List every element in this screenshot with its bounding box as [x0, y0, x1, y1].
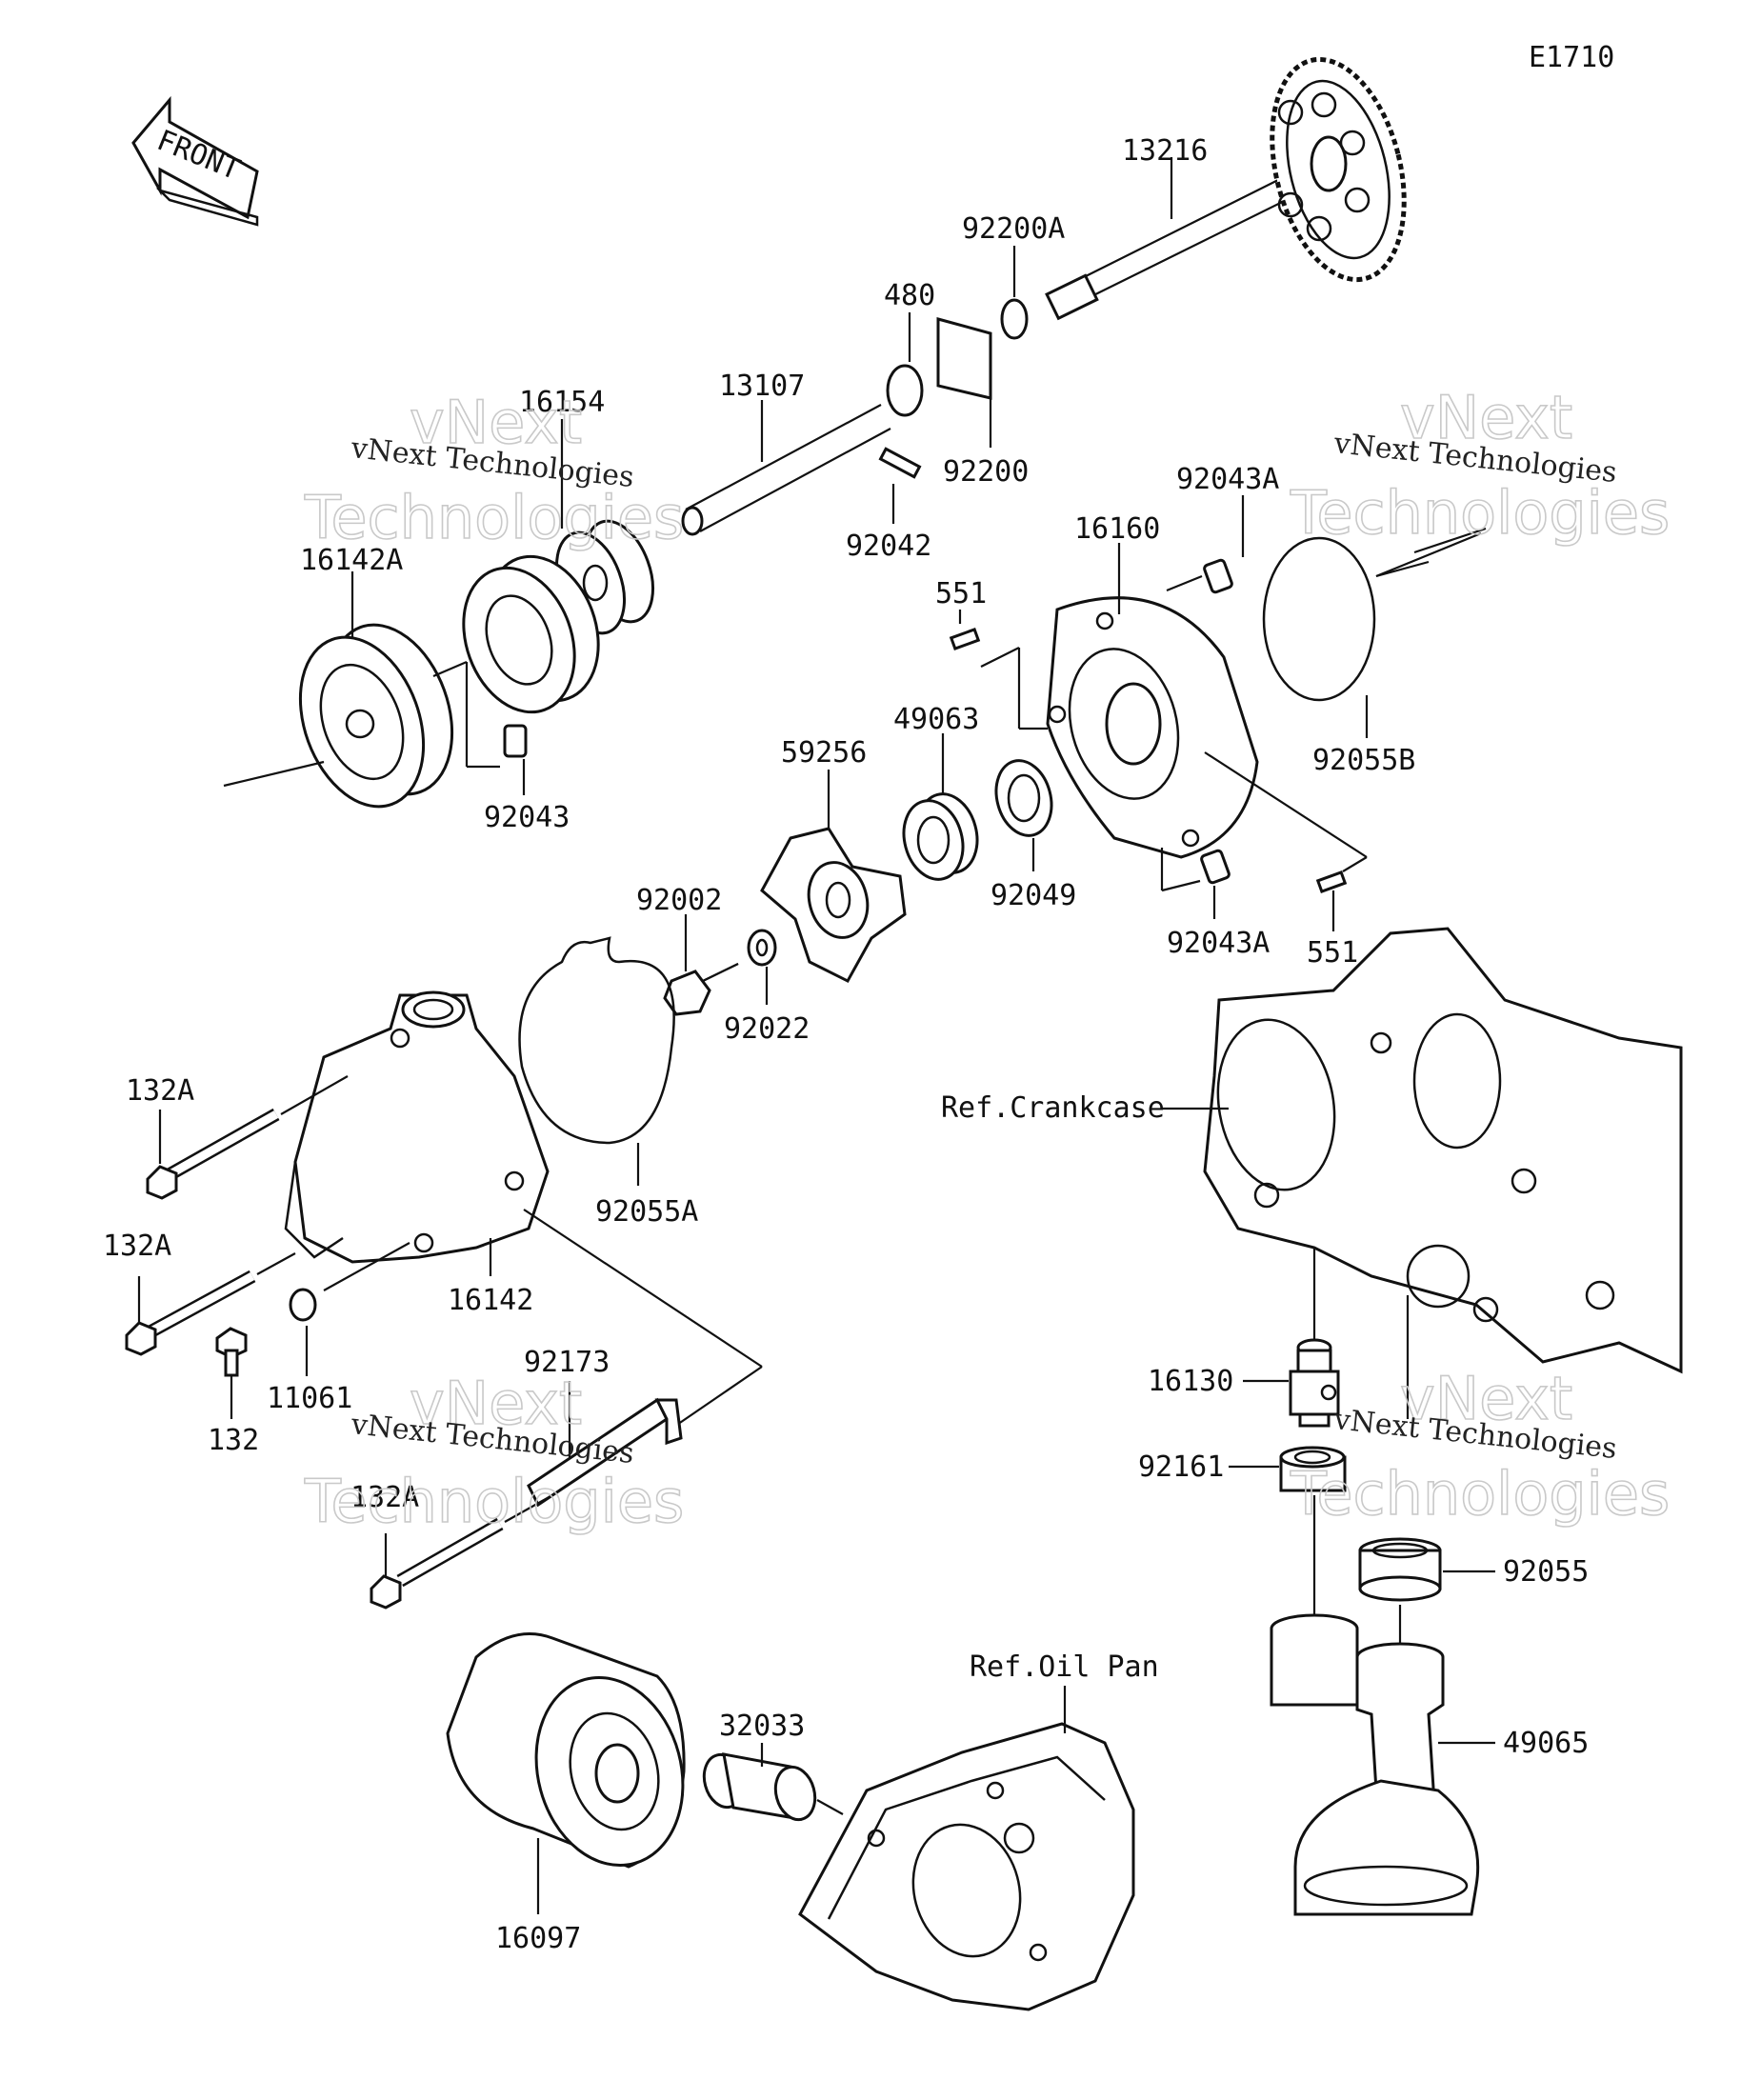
label-92002: 92002 — [636, 884, 722, 917]
label-92173: 92173 — [524, 1346, 610, 1379]
label-16130: 16130 — [1148, 1365, 1233, 1398]
svg-text:Technologies: Technologies — [1290, 478, 1670, 548]
label-92055B: 92055B — [1312, 744, 1415, 777]
label-92043A-bot: 92043A — [1167, 927, 1270, 960]
label-132A-1: 132A — [126, 1074, 194, 1108]
washer-11061 — [289, 1288, 317, 1322]
fitting-32033 — [702, 1752, 817, 1822]
label-480: 480 — [884, 279, 935, 312]
shaft-13107 — [681, 404, 891, 536]
label-92043A-top: 92043A — [1176, 463, 1279, 496]
label-132A-2: 132A — [103, 1230, 171, 1263]
watermark-top-right: vNext Technologies vNext Technologies — [1289, 382, 1671, 549]
label-92161: 92161 — [1138, 1450, 1224, 1484]
bolt-132 — [215, 1327, 248, 1377]
label-92055A: 92055A — [595, 1195, 698, 1229]
dowel-92043A-top — [1203, 558, 1233, 594]
o-ring-92055B — [1262, 536, 1376, 702]
label-16142: 16142 — [448, 1284, 533, 1317]
fitting-16130 — [1289, 1338, 1340, 1428]
svg-text:vNext: vNext — [1400, 383, 1572, 452]
label-16097: 16097 — [495, 1922, 581, 1955]
crankcase-ref — [1203, 927, 1683, 1374]
svg-text:vNext: vNext — [410, 1369, 582, 1438]
outer-rotor — [462, 554, 600, 714]
label-59256: 59256 — [781, 736, 867, 770]
gasket-92055A — [518, 936, 675, 1145]
label-92043: 92043 — [484, 801, 570, 834]
shaft-13216 — [1045, 56, 1407, 321]
label-16154: 16154 — [519, 386, 605, 419]
bolt-132A-3 — [370, 1517, 504, 1610]
pin-551-top — [949, 627, 981, 651]
label-49063: 49063 — [893, 703, 979, 736]
label-92055: 92055 — [1503, 1555, 1589, 1589]
dowel-92043 — [503, 724, 528, 758]
oil-filter-16097 — [446, 1632, 686, 1869]
strainer-49065 — [1270, 1613, 1480, 1916]
label-551-top: 551 — [935, 577, 987, 610]
svg-text:vNext: vNext — [410, 388, 582, 457]
pump-body-16160 — [1046, 596, 1259, 859]
watermark-bottom-left: vNext Technologies vNext Technologies — [303, 1368, 685, 1537]
label-132A-3: 132A — [350, 1481, 419, 1514]
cover-16142A — [298, 623, 454, 809]
label-132: 132 — [208, 1424, 259, 1457]
seal-49063 — [902, 792, 979, 881]
svg-text:vNext: vNext — [1400, 1364, 1572, 1433]
bolt-132A-2 — [125, 1270, 256, 1356]
label-13216: 13216 — [1122, 134, 1208, 168]
pin-92042 — [878, 447, 922, 479]
dowel-92043A-bot — [1200, 849, 1231, 885]
watermark-top-left: vNext Technologies vNext Technologies — [303, 387, 685, 553]
label-92200: 92200 — [943, 455, 1029, 489]
label-32033: 32033 — [719, 1710, 805, 1743]
label-92022: 92022 — [724, 1012, 810, 1046]
svg-text:Technologies: Technologies — [304, 1467, 684, 1536]
label-13107: 13107 — [719, 370, 805, 403]
watermark-bottom-right: vNext Technologies vNext Technologies — [1289, 1363, 1671, 1530]
bolt-92002 — [663, 963, 739, 1016]
label-16160: 16160 — [1074, 512, 1160, 546]
label-551-bot: 551 — [1307, 936, 1358, 970]
impeller-59256 — [760, 827, 907, 983]
oil-pan-ref — [798, 1722, 1135, 2011]
label-49065: 49065 — [1503, 1727, 1589, 1760]
label-92042: 92042 — [846, 530, 931, 563]
ref-oil-pan: Ref.Oil Pan — [970, 1650, 1159, 1684]
nipple-92055 — [1358, 1537, 1442, 1602]
seal-92049 — [994, 759, 1053, 837]
diagram-code: E1710 — [1529, 41, 1614, 74]
label-11061: 11061 — [267, 1382, 352, 1415]
circlip-480 — [886, 364, 924, 417]
washer-92200A — [1000, 298, 1029, 340]
cover-16142 — [284, 990, 550, 1264]
label-16142A: 16142A — [300, 544, 403, 577]
svg-text:Technologies: Technologies — [1290, 1459, 1670, 1529]
label-92200A: 92200A — [962, 212, 1065, 246]
svg-text:Technologies: Technologies — [304, 483, 684, 552]
pin-551-bot — [1315, 870, 1348, 894]
bolt-132A-1 — [146, 1108, 280, 1200]
label-92049: 92049 — [991, 879, 1076, 912]
washer-92022 — [747, 929, 777, 967]
ref-crankcase: Ref.Crankcase — [941, 1091, 1165, 1125]
bracket-92173 — [527, 1397, 683, 1508]
nut-92161 — [1279, 1446, 1347, 1492]
front-arrow-icon: FRONT — [131, 95, 259, 227]
plate-92200 — [936, 317, 992, 400]
